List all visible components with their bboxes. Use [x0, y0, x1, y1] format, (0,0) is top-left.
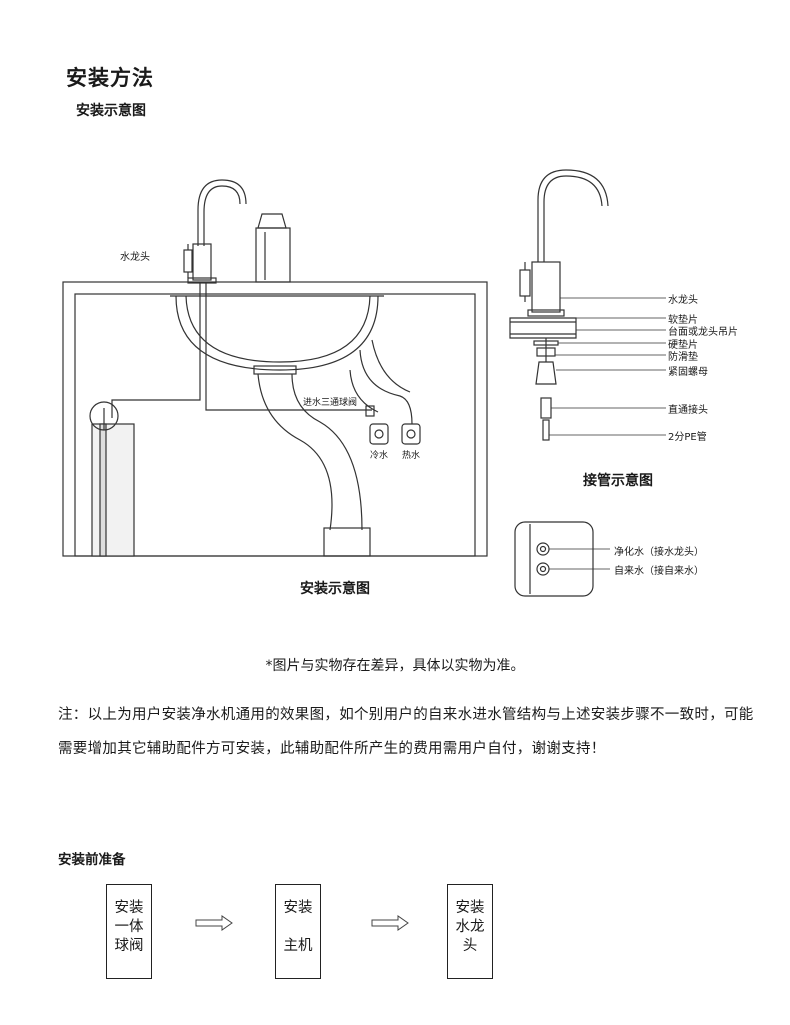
step-box-faucet: 安装 水龙 头: [447, 884, 493, 979]
faucet-drawing: [183, 179, 247, 284]
step-box-host: 安装 主机: [275, 884, 321, 979]
pipe-label-nut: 紧固螺母: [668, 367, 708, 378]
purified-water-label: 净化水（接水龙头）: [614, 547, 704, 558]
step-text: 球阀: [114, 938, 144, 954]
installation-illustration: [62, 169, 666, 597]
arrow-right-icon: [371, 915, 409, 931]
connector-drawing: [514, 521, 610, 597]
pipe-label-pe-tube: 2分PE管: [668, 432, 707, 443]
step-text: 主机: [283, 938, 313, 954]
pipe-faucet-drawing: [509, 169, 609, 441]
step-text: 安装: [114, 900, 144, 916]
step-text: 头: [462, 938, 478, 954]
supply-lines: [111, 283, 413, 425]
drain-pipe: [257, 373, 371, 557]
step-text: [276, 918, 320, 937]
preparation-title: 安装前准备: [58, 852, 126, 868]
pipe-label-counter: 台面或龙头吊片: [668, 327, 738, 338]
step-text: 水龙: [455, 919, 485, 935]
faucet-label: 水龙头: [120, 252, 150, 263]
step-text: 安装: [283, 900, 313, 916]
dispenser-drawing: [255, 213, 291, 283]
pipe-label-antislip: 防滑垫: [668, 352, 698, 363]
disclaimer: *图片与实物存在差异，具体以实物为准。: [265, 658, 525, 674]
step-box-valve: 安装 一体 球阀: [106, 884, 152, 979]
installation-note: 注：以上为用户安装净水机通用的效果图，如个别用户的自来水进水管结构与上述安装步骤…: [58, 707, 754, 757]
sink-basin: [170, 295, 384, 375]
install-diagram-caption: 安装示意图: [300, 581, 370, 597]
arrow-right-icon: [195, 915, 233, 931]
cold-water-label: 冷水: [370, 451, 389, 461]
tap-water-label: 自来水（接自来水）: [614, 566, 704, 577]
pipe-label-faucet: 水龙头: [668, 295, 698, 306]
pipe-label-soft-gasket: 软垫片: [668, 315, 698, 326]
page-title: 安装方法: [66, 66, 154, 90]
valves: [365, 405, 421, 445]
pipe-label-joint: 直通接头: [668, 405, 708, 416]
pipe-leader-lines: [549, 297, 666, 436]
page-subtitle: 安装示意图: [76, 103, 146, 119]
step-text: 安装: [455, 900, 485, 916]
step-text: 一体: [114, 919, 144, 935]
valve-label: 进水三通球阀: [303, 398, 358, 408]
pipe-diagram-caption: 接管示意图: [583, 473, 653, 489]
filter-unit: [89, 401, 135, 557]
hot-water-label: 热水: [402, 451, 421, 461]
pipe-label-hard-gasket: 硬垫片: [668, 340, 698, 351]
